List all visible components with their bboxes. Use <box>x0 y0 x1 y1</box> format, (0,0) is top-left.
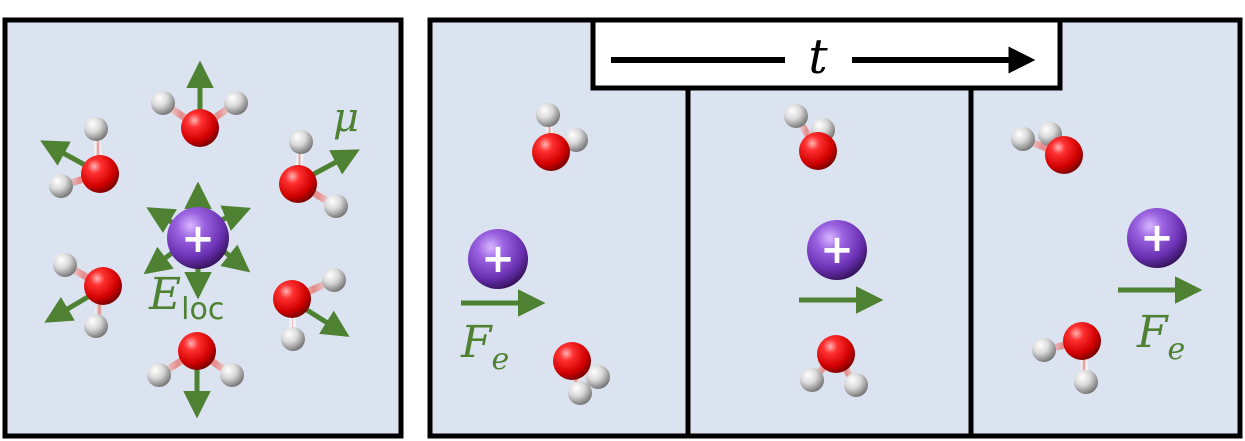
water-molecule-r3-bottom <box>1032 322 1101 394</box>
force-subscript-r3: e <box>1168 332 1186 367</box>
water-molecule-r1-bottom <box>553 342 610 405</box>
water-molecule-lower-left <box>53 253 122 338</box>
force-symbol-r3: F <box>1136 307 1169 358</box>
water-molecule-r2-bottom <box>800 335 868 397</box>
central-cation: + <box>167 207 229 269</box>
time-box <box>590 17 1063 91</box>
water-molecule-upper-left <box>49 117 119 198</box>
cation-r3-charge: + <box>1140 215 1174 261</box>
cation-r1-charge: + <box>481 236 515 282</box>
force-label-r1: Fe <box>460 317 509 377</box>
cation-r3: + <box>1127 208 1187 268</box>
cation-r2-charge: + <box>820 227 854 273</box>
time-label: t <box>808 29 828 85</box>
force-symbol-r1: F <box>460 317 493 368</box>
water-molecule-lower-right <box>273 268 346 351</box>
local-field-subscript: loc <box>181 292 224 327</box>
water-molecule-top <box>151 91 248 147</box>
water-molecule-r1-top <box>532 103 588 171</box>
water-molecule-r2-top <box>784 104 837 170</box>
dipole-label: μ <box>333 95 359 141</box>
central-ion-charge: + <box>181 216 215 262</box>
force-label-r3: Fe <box>1136 307 1185 367</box>
water-molecule-upper-right <box>279 130 348 218</box>
cation-r1: + <box>468 229 528 289</box>
force-subscript-r1: e <box>492 342 510 377</box>
local-field-label: Eloc <box>148 269 224 327</box>
water-molecule-bottom <box>147 332 244 387</box>
local-field-symbol: E <box>148 269 181 320</box>
water-molecule-r3-top <box>1011 122 1083 174</box>
cation-r2: + <box>807 220 867 280</box>
